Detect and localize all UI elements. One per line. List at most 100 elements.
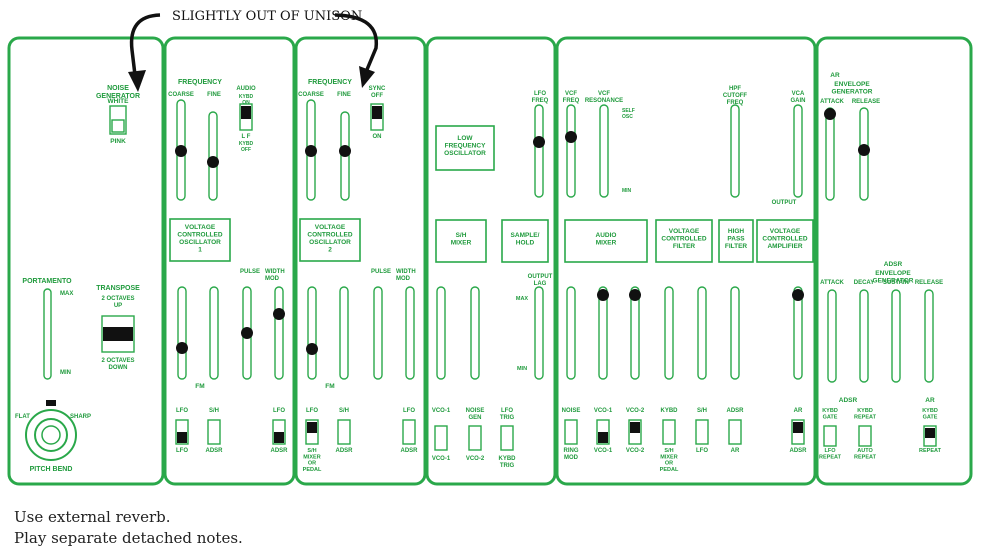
svg-text:AR: AR (830, 72, 840, 79)
svg-text:RELEASE: RELEASE (852, 99, 880, 105)
vco1-box (169, 218, 231, 262)
vcf-switch-3[interactable] (728, 419, 742, 445)
hpf-slider[interactable] (730, 104, 740, 198)
vcf-res-slider[interactable] (599, 104, 609, 198)
audio-mixer-box (564, 219, 648, 263)
vco1-fm-slider-1[interactable] (177, 286, 187, 380)
ar-attack-slider[interactable] (825, 107, 835, 201)
vcf-mod-slider-1[interactable] (664, 286, 674, 380)
vcf-freq-slider[interactable] (566, 104, 576, 198)
adsr-trigger-switch-2[interactable] (858, 425, 872, 447)
svg-text:S/H: S/H (339, 408, 349, 414)
svg-text:SAMPLE/HOLD: SAMPLE/HOLD (511, 232, 540, 246)
adsr-attack-slider[interactable] (827, 289, 837, 383)
svg-text:AR: AR (731, 448, 740, 454)
vco2-fm-slider-2[interactable] (339, 286, 349, 380)
vco2-pwm-slider[interactable] (405, 286, 415, 380)
svg-text:LFO: LFO (273, 408, 285, 414)
vcf-box (655, 219, 713, 263)
svg-text:NOISE: NOISE (562, 408, 581, 414)
adsr-decay-slider[interactable] (859, 289, 869, 383)
sh-switch-2[interactable] (468, 425, 482, 451)
sh-switch-1[interactable] (434, 425, 448, 451)
adsr-sustain-slider[interactable] (891, 289, 901, 383)
svg-text:ADSR: ADSR (789, 448, 807, 454)
svg-text:S/H: S/H (209, 408, 219, 414)
sh-switch-3[interactable] (500, 425, 514, 451)
svg-text:ON: ON (373, 134, 382, 140)
svg-text:ATTACK: ATTACK (820, 99, 844, 105)
lag-slider[interactable] (534, 286, 544, 380)
lfo-box (435, 125, 495, 171)
vco1-mod-switch-2[interactable] (207, 419, 221, 445)
sh-mix-slider-2[interactable] (470, 286, 480, 380)
svg-text:AR: AR (794, 408, 803, 414)
mix-switch-1[interactable] (564, 419, 578, 445)
flat-label: FLAT (15, 414, 30, 420)
svg-text:KYBD: KYBD (660, 408, 678, 414)
mix-slider-vco2[interactable] (630, 286, 640, 380)
portamento-slider[interactable] (43, 288, 52, 380)
vca-gain-slider[interactable] (793, 104, 803, 198)
hpf-box (718, 219, 754, 263)
white-label: WHITE (108, 98, 130, 105)
svg-text:DECAY: DECAY (854, 280, 874, 286)
vca-mod-slider[interactable] (793, 286, 803, 380)
vco1-coarse-knob[interactable] (175, 145, 187, 157)
vco1-fm-slider-2[interactable] (209, 286, 219, 380)
svg-text:ADSR: ADSR (335, 448, 353, 454)
portamento-min: MIN (60, 370, 71, 376)
vco2-pw-slider[interactable] (373, 286, 383, 380)
vco2-mod-switch-3[interactable] (402, 419, 416, 445)
svg-text:ADSR: ADSR (270, 448, 288, 454)
lfo-freq-slider[interactable] (534, 104, 544, 198)
vcf-switch-2[interactable] (695, 419, 709, 445)
vcf-mod-slider-3[interactable] (730, 286, 740, 380)
vco1-fine-knob[interactable] (207, 156, 219, 168)
vco2-fm-slider-1[interactable] (307, 286, 317, 380)
svg-text:FINE: FINE (337, 92, 351, 98)
annotation-title: SLIGHTLY OUT OF UNISON (172, 9, 362, 24)
svg-text:VCO-1: VCO-1 (594, 408, 613, 414)
adsr-release-slider[interactable] (924, 289, 934, 383)
mix-slider-vco1[interactable] (598, 286, 608, 380)
vcf-switch-1[interactable] (662, 419, 676, 445)
svg-text:LFO: LFO (176, 408, 188, 414)
svg-text:SUSTAIN: SUSTAIN (883, 280, 909, 286)
adsr-trigger-switch-1[interactable] (823, 425, 837, 447)
svg-text:VCO-1: VCO-1 (432, 456, 451, 462)
vco2-mod-switch-2[interactable] (337, 419, 351, 445)
sh-mix-slider-1[interactable] (436, 286, 446, 380)
svg-text:LFO: LFO (176, 448, 188, 454)
svg-text:ADSR: ADSR (884, 261, 903, 268)
vco1-fine: FINE (207, 92, 221, 98)
note-2: Play separate detached notes. (14, 529, 243, 547)
vco2-box (299, 218, 361, 262)
svg-text:VCO-1: VCO-1 (432, 408, 451, 414)
vco1-pwm-slider[interactable] (274, 286, 284, 380)
svg-text:VCO-2: VCO-2 (626, 448, 645, 454)
vcf-mod-slider-2[interactable] (697, 286, 707, 380)
mix-slider-noise[interactable] (566, 286, 576, 380)
